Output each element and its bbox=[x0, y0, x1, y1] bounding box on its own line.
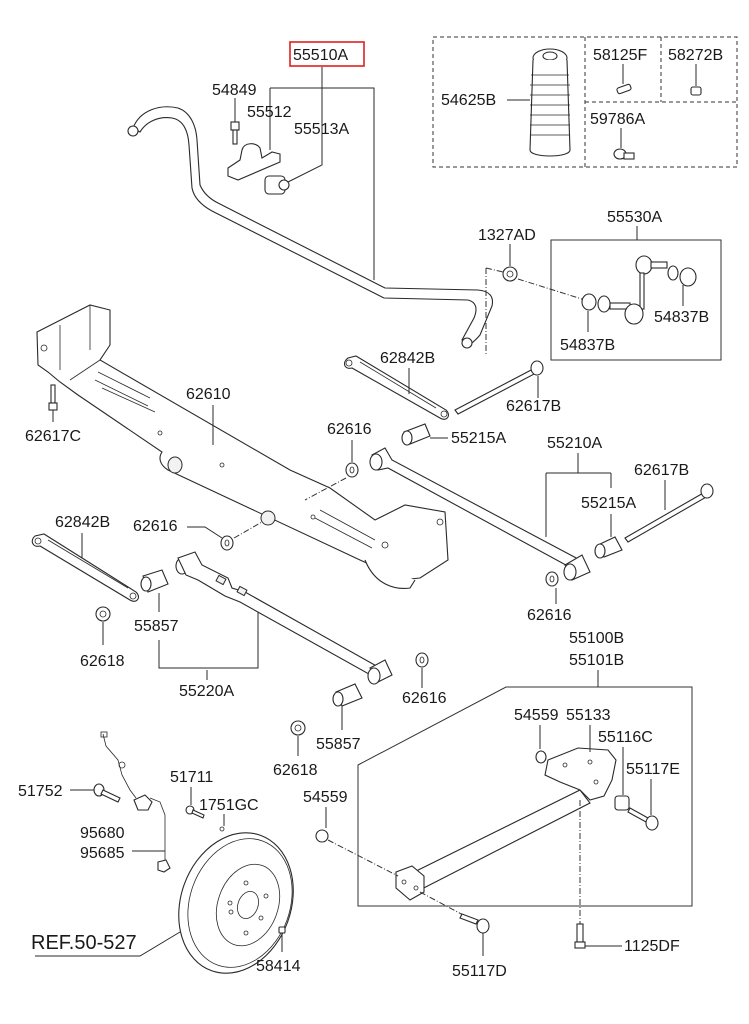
part-58125F[interactable] bbox=[616, 83, 632, 95]
label-1327AD[interactable]: 1327AD bbox=[478, 227, 536, 244]
arm-62842B-top[interactable] bbox=[343, 355, 449, 420]
part-58272B[interactable] bbox=[690, 86, 702, 96]
axle-kit-box bbox=[357, 686, 693, 907]
label-55117E[interactable]: 55117E bbox=[626, 761, 680, 778]
nut-1327AD[interactable] bbox=[502, 266, 518, 282]
bolt-62617B-mid[interactable] bbox=[624, 483, 714, 543]
washer-62616-top[interactable] bbox=[345, 462, 359, 478]
label-62616-bottom[interactable]: 62616 bbox=[402, 690, 447, 707]
label-95680[interactable]: 95680 bbox=[80, 825, 125, 842]
label-62842B-top[interactable]: 62842B bbox=[380, 350, 435, 367]
washer-62616-left[interactable] bbox=[220, 535, 234, 551]
nut-62618-bottom[interactable] bbox=[290, 720, 306, 736]
label-62616-left[interactable]: 62616 bbox=[133, 518, 178, 535]
nut-54559-left[interactable] bbox=[315, 829, 329, 843]
label-58125F[interactable]: 58125F bbox=[593, 47, 647, 64]
bump-stopper-54625B[interactable] bbox=[529, 48, 571, 157]
label-1751GC[interactable]: 1751GC bbox=[199, 797, 259, 814]
label-55215A-top[interactable]: 55215A bbox=[451, 430, 506, 447]
axle-beam[interactable] bbox=[395, 789, 591, 901]
bolt-1125DF[interactable] bbox=[574, 923, 586, 949]
label-54837B-right[interactable]: 54837B bbox=[654, 309, 709, 326]
bushing-55513A[interactable] bbox=[264, 175, 290, 195]
label-55857-left[interactable]: 55857 bbox=[134, 618, 179, 635]
label-55133[interactable]: 55133 bbox=[566, 707, 611, 724]
label-ref-50-527[interactable]: REF.50-527 bbox=[31, 932, 137, 954]
bracket-55512[interactable] bbox=[227, 143, 281, 181]
bolt-55117D[interactable] bbox=[459, 913, 490, 934]
bolt-51752[interactable] bbox=[93, 783, 121, 803]
highlight-box bbox=[289, 41, 365, 67]
arm-55210A[interactable] bbox=[369, 447, 591, 581]
label-55117D[interactable]: 55117D bbox=[452, 963, 507, 980]
label-62617B-mid[interactable]: 62617B bbox=[634, 462, 689, 479]
bushing-54837B-lower[interactable] bbox=[581, 293, 611, 313]
bolt-51711[interactable] bbox=[185, 805, 205, 819]
label-54837B-lower[interactable]: 54837B bbox=[560, 337, 615, 354]
label-62617B-top[interactable]: 62617B bbox=[506, 398, 561, 415]
label-62610[interactable]: 62610 bbox=[186, 386, 231, 403]
label-54559-left[interactable]: 54559 bbox=[303, 789, 348, 806]
label-62842B-left[interactable]: 62842B bbox=[55, 514, 110, 531]
label-54849[interactable]: 54849 bbox=[212, 82, 257, 99]
label-55513A[interactable]: 55513A bbox=[294, 121, 349, 138]
crossmember-62610[interactable] bbox=[36, 304, 449, 589]
label-59786A[interactable]: 59786A bbox=[590, 111, 645, 128]
label-55512[interactable]: 55512 bbox=[247, 104, 292, 121]
label-55210A[interactable]: 55210A bbox=[547, 435, 602, 452]
label-58272B[interactable]: 58272B bbox=[668, 47, 723, 64]
label-55220A[interactable]: 55220A bbox=[179, 683, 234, 700]
screw-58414[interactable] bbox=[278, 926, 286, 934]
label-1125DF[interactable]: 1125DF bbox=[624, 938, 680, 955]
bushing-55116C[interactable] bbox=[614, 795, 630, 811]
stabilizer-link-55530A[interactable] bbox=[609, 255, 668, 325]
bolt-62617B-top[interactable] bbox=[454, 360, 544, 415]
bushing-55857-left[interactable] bbox=[140, 569, 169, 593]
link-kit-box bbox=[550, 239, 722, 361]
label-58414[interactable]: 58414 bbox=[256, 958, 301, 975]
washer-62616-bottom[interactable] bbox=[415, 652, 429, 668]
label-95685[interactable]: 95685 bbox=[80, 845, 125, 862]
label-54559-top[interactable]: 54559 bbox=[514, 707, 559, 724]
label-55857-bottom[interactable]: 55857 bbox=[316, 736, 361, 753]
label-51752[interactable]: 51752 bbox=[18, 783, 63, 800]
nut-54559-top[interactable] bbox=[535, 750, 547, 764]
brake-disc[interactable] bbox=[160, 817, 313, 990]
label-62618-left[interactable]: 62618 bbox=[80, 653, 125, 670]
label-55116C[interactable]: 55116C bbox=[598, 729, 653, 746]
label-55510A[interactable]: 55510A bbox=[293, 47, 348, 64]
label-62618-bottom[interactable]: 62618 bbox=[273, 762, 318, 779]
label-62616-top[interactable]: 62616 bbox=[327, 421, 372, 438]
bushing-55857-bottom[interactable] bbox=[332, 683, 363, 707]
accessory-box bbox=[432, 36, 738, 168]
speed-sensor-95680[interactable] bbox=[100, 731, 171, 873]
stabilizer-bar[interactable] bbox=[127, 106, 494, 349]
bolt-54849[interactable] bbox=[230, 121, 240, 145]
arm-62842B-left[interactable] bbox=[31, 533, 139, 602]
bushing-55215A-top[interactable] bbox=[401, 423, 431, 446]
label-55215A-mid[interactable]: 55215A bbox=[581, 495, 636, 512]
label-62616-right[interactable]: 62616 bbox=[527, 607, 572, 624]
label-55101B[interactable]: 55101B bbox=[569, 652, 624, 669]
label-55530A[interactable]: 55530A bbox=[607, 209, 662, 226]
nut-62618-left[interactable] bbox=[95, 606, 111, 622]
clip-59786A[interactable] bbox=[613, 148, 635, 160]
bracket-55133[interactable] bbox=[544, 747, 617, 801]
bushing-54837B-right[interactable] bbox=[667, 265, 697, 287]
label-55100B[interactable]: 55100B bbox=[569, 630, 624, 647]
part-1751GC[interactable] bbox=[219, 826, 225, 832]
arm-55220A[interactable] bbox=[175, 551, 393, 685]
label-62617C[interactable]: 62617C bbox=[25, 428, 81, 445]
label-54625B[interactable]: 54625B bbox=[441, 92, 496, 109]
washer-62616-right[interactable] bbox=[545, 571, 559, 587]
bolt-62617C[interactable] bbox=[48, 384, 58, 411]
bolt-55117E[interactable] bbox=[627, 807, 659, 831]
label-51711[interactable]: 51711 bbox=[170, 769, 213, 786]
bushing-55215A-mid[interactable] bbox=[594, 536, 623, 559]
